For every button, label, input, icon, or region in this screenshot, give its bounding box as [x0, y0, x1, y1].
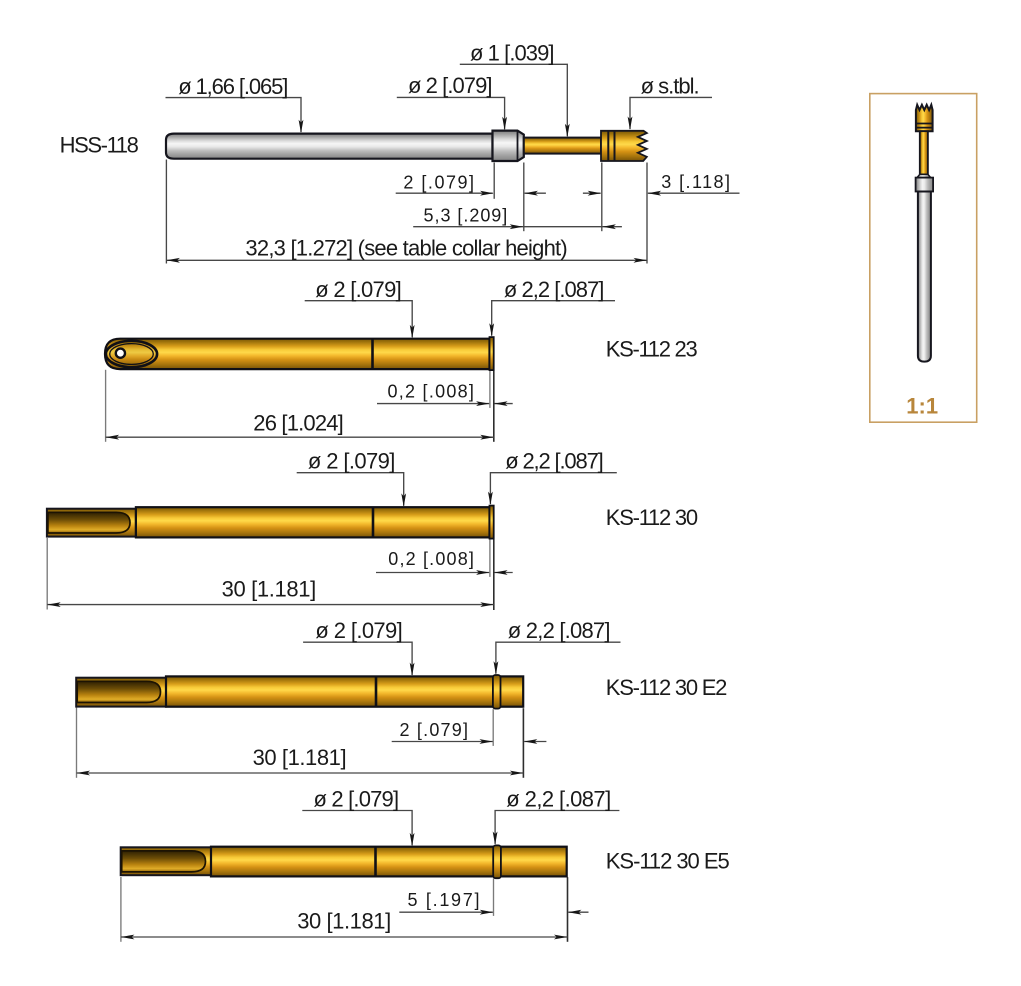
svg-text:30 [1.181]: 30 [1.181] — [253, 745, 347, 770]
svg-text:0,2 [.008]: 0,2 [.008] — [388, 381, 474, 401]
svg-text:ø s.tbl.: ø s.tbl. — [641, 74, 700, 99]
svg-text:ø 2 [.079]: ø 2 [.079] — [314, 786, 400, 811]
svg-text:2 [.079]: 2 [.079] — [400, 720, 469, 740]
svg-text:KS-112 23: KS-112 23 — [606, 336, 698, 361]
svg-text:2 [.079]: 2 [.079] — [403, 173, 474, 193]
svg-text:32,3 [1.272] (see table collar: 32,3 [1.272] (see table collar height) — [245, 236, 567, 261]
svg-text:KS-112 30: KS-112 30 — [606, 505, 698, 530]
svg-text:ø 2 [.079]: ø 2 [.079] — [308, 448, 396, 473]
svg-text:0,2 [.008]: 0,2 [.008] — [388, 549, 474, 569]
svg-text:ø 1 [.039]: ø 1 [.039] — [470, 40, 555, 65]
svg-text:ø 1,66 [.065]: ø 1,66 [.065] — [178, 74, 288, 99]
svg-text:3 [.118]: 3 [.118] — [661, 172, 730, 192]
svg-text:KS-112 30 E5: KS-112 30 E5 — [606, 848, 730, 873]
svg-text:ø 2,2 [.087]: ø 2,2 [.087] — [506, 786, 611, 811]
svg-text:1:1: 1:1 — [906, 394, 938, 419]
svg-text:30 [1.181]: 30 [1.181] — [222, 576, 317, 601]
svg-text:KS-112 30 E2: KS-112 30 E2 — [606, 675, 728, 700]
svg-text:26 [1.024]: 26 [1.024] — [253, 410, 343, 435]
svg-text:ø 2 [.079]: ø 2 [.079] — [315, 618, 402, 643]
svg-text:ø 2 [.079]: ø 2 [.079] — [408, 73, 493, 98]
svg-text:30 [1.181]: 30 [1.181] — [297, 909, 391, 934]
svg-text:HSS-118: HSS-118 — [60, 132, 139, 157]
svg-text:5 [.197]: 5 [.197] — [408, 890, 480, 910]
svg-text:ø 2,2 [.087]: ø 2,2 [.087] — [504, 277, 605, 302]
svg-text:ø 2,2 [.087]: ø 2,2 [.087] — [505, 448, 604, 473]
svg-text:5,3 [.209]: 5,3 [.209] — [424, 205, 508, 225]
svg-text:ø 2 [.079]: ø 2 [.079] — [315, 277, 401, 302]
svg-text:ø 2,2 [.087]: ø 2,2 [.087] — [508, 618, 611, 643]
